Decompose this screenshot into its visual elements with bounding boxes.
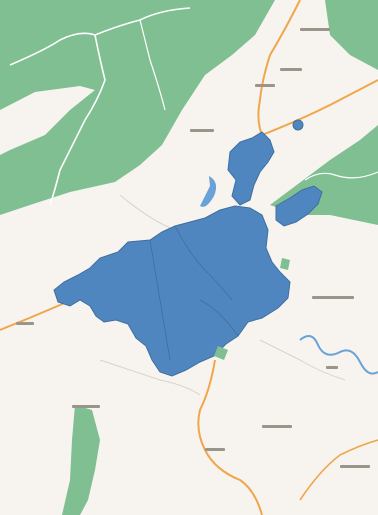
park-area (280, 258, 290, 270)
map-attribution (224, 500, 374, 512)
forest-strip (62, 405, 100, 515)
forest-area (0, 0, 275, 215)
district-boundary (174, 225, 233, 301)
district-boundary (199, 299, 239, 337)
place-label-marks (16, 28, 370, 468)
major-road (257, 0, 301, 136)
highlighted-region-main[interactable] (53, 205, 291, 377)
minor-road (139, 19, 166, 111)
highlighted-region[interactable] (53, 119, 323, 377)
district-boundary (149, 239, 171, 361)
highlighted-region-east[interactable] (275, 185, 323, 227)
minor-road (304, 171, 378, 181)
major-road (261, 79, 378, 136)
highlighted-region-north[interactable] (227, 131, 275, 206)
minor-road (49, 34, 106, 206)
clearing-area (0, 86, 95, 155)
local-road (99, 359, 201, 396)
forest-area (325, 0, 378, 70)
highlighted-region-islet[interactable] (292, 119, 304, 131)
reservoir-water (200, 176, 217, 207)
local-road (259, 339, 346, 381)
river-water (299, 335, 378, 375)
park-area (214, 346, 228, 360)
major-road (299, 439, 378, 501)
